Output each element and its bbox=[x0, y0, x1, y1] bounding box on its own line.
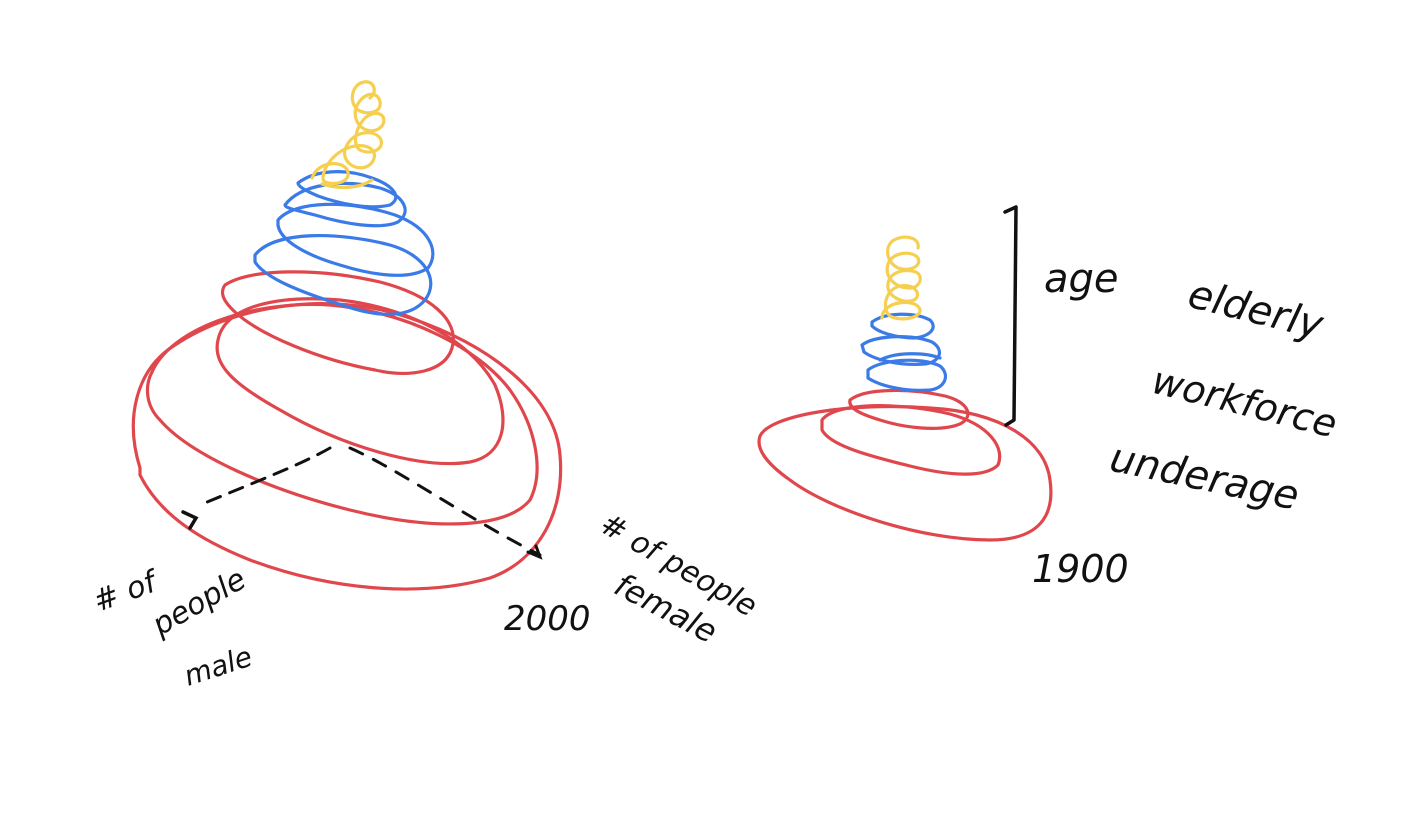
female-axis-label: # of people female bbox=[594, 507, 763, 651]
year-label-2000: 2000 bbox=[504, 599, 591, 639]
male-axis-label-line2: people bbox=[146, 562, 252, 644]
pyramid-2000-axes bbox=[181, 446, 543, 560]
pyramid-2000-underage-layer bbox=[131, 270, 563, 591]
male-axis-arrowhead bbox=[181, 510, 199, 530]
pyramid-1900-workforce-layer bbox=[860, 312, 948, 392]
legend: elderly workforce underage bbox=[1106, 271, 1341, 520]
age-axis-label: age bbox=[1044, 256, 1119, 302]
legend-item-elderly: elderly bbox=[1184, 271, 1329, 349]
pyramid-2000-elderly-layer bbox=[310, 80, 386, 190]
year-label-1900: 1900 bbox=[1032, 547, 1129, 591]
male-axis-label: # of people male bbox=[89, 562, 256, 693]
pyramid-1900 bbox=[757, 205, 1053, 542]
male-axis-dashed-line bbox=[198, 446, 332, 507]
pyramid-2000 bbox=[131, 80, 563, 591]
female-axis-arrowhead bbox=[526, 544, 543, 560]
female-axis-dashed-line bbox=[348, 446, 542, 557]
legend-item-workforce: workforce bbox=[1148, 358, 1342, 446]
age-scale-bar bbox=[1003, 205, 1018, 427]
legend-item-underage: underage bbox=[1106, 435, 1303, 520]
pyramid-1900-underage-layer bbox=[757, 388, 1053, 542]
pyramid-1900-elderly-layer bbox=[880, 235, 922, 321]
pyramid-2000-workforce-layer bbox=[253, 170, 435, 316]
male-axis-label-line3: male bbox=[180, 640, 256, 693]
